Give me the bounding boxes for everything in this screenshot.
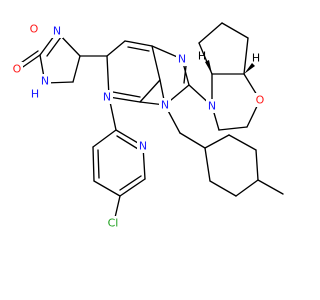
bond [124, 40, 153, 47]
atom-label: Cl [108, 217, 119, 230]
atom-NH: N H [29, 74, 51, 101]
atom-label: H [252, 52, 260, 65]
atom-label: N [139, 140, 147, 153]
bond-double [97, 149, 100, 179]
bicyclic-amine [188, 22, 261, 131]
atom-H-stereo-bottom: H [252, 52, 260, 65]
bond [243, 37, 249, 75]
pyridine-ring [79, 40, 161, 103]
bond [228, 134, 257, 151]
bond [119, 178, 146, 197]
bond [46, 36, 62, 57]
bond-double [183, 65, 187, 84]
atom-O-morpholine: O [254, 93, 266, 107]
atom-N-oxadiazole: N [51, 24, 63, 38]
bond [255, 149, 259, 181]
bond [209, 180, 237, 197]
atom-N-pyridine: N [101, 90, 113, 104]
bond [204, 134, 230, 149]
bond [204, 147, 211, 182]
bond [257, 179, 284, 195]
atom-label: N [208, 100, 216, 113]
bond-double [116, 135, 139, 150]
atom-label: O [13, 63, 22, 76]
bond [72, 55, 81, 83]
bond [92, 129, 117, 148]
bond [108, 96, 141, 103]
bond-double [112, 91, 141, 98]
atom-label: N [161, 99, 169, 112]
atom-label: N [41, 75, 49, 88]
molecule-structure: O O N N H N N N N [11, 22, 284, 230]
bond [179, 132, 206, 149]
atom-label: N [53, 25, 61, 38]
atom-label: O [256, 94, 265, 107]
atom-N-morpholine: N [206, 99, 218, 113]
atom-H-stereo-top: H [198, 50, 206, 63]
atom-Cl: Cl [104, 216, 122, 230]
atom-O-ketone: O [11, 62, 23, 76]
atom-N-alkyl: N [159, 98, 171, 112]
atom-labels: O O N N H N N N N [11, 22, 266, 230]
stereo-wedge [244, 63, 255, 74]
bond-double [127, 46, 150, 52]
atom-label: N [103, 91, 111, 104]
atom-label: O [30, 23, 39, 36]
bond-double [119, 175, 142, 191]
bond [198, 22, 223, 44]
bond [106, 40, 126, 57]
stereo-wedge [205, 60, 212, 74]
atom-N-imidazole: N [176, 52, 188, 66]
bond [218, 126, 248, 131]
atom-label: N [178, 53, 186, 66]
bond [93, 180, 121, 197]
bond [235, 179, 259, 197]
methylcyclohexyl-group [164, 104, 284, 197]
bond-double [19, 54, 41, 70]
chloropyridyl-ring [92, 96, 146, 223]
atom-label: H [198, 50, 206, 63]
atom-O-ring: O [28, 22, 40, 36]
atom-N-pyridyl: N [137, 139, 149, 153]
bond [92, 146, 95, 182]
atom-label-hydrogen: H [31, 88, 39, 101]
bond [139, 79, 161, 103]
bond [221, 22, 249, 39]
structure-canvas: O O N N H N N N N [11, 22, 284, 230]
bond [151, 45, 161, 81]
